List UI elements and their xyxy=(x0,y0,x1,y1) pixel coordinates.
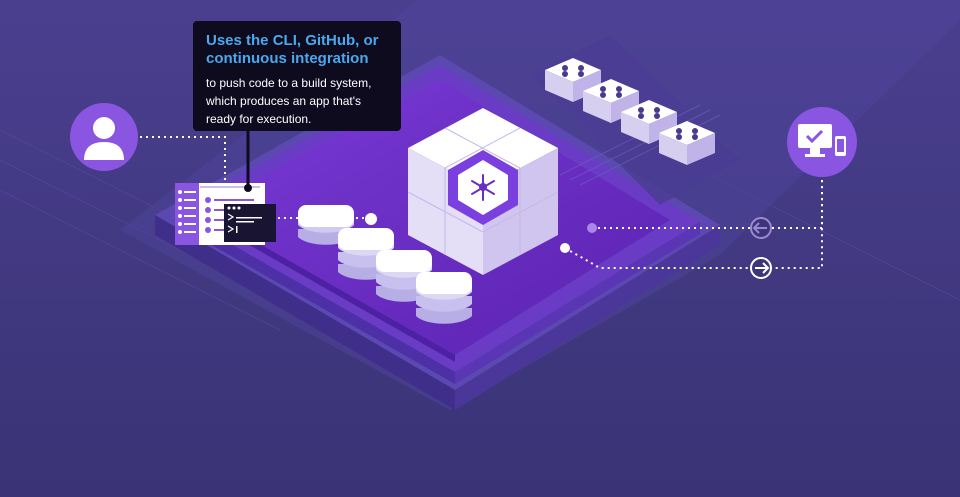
connectors xyxy=(140,136,823,269)
platform-middle-side-left xyxy=(175,212,455,384)
tooltip-title: Uses the CLI, GitHub, or continuous inte… xyxy=(206,32,379,67)
tray-node xyxy=(545,58,601,102)
tray-node xyxy=(621,100,677,144)
tray-node xyxy=(583,79,639,123)
platform-top-side xyxy=(200,210,455,362)
platform-middle-side-right xyxy=(455,222,700,384)
user-icon xyxy=(70,103,138,171)
build-cube-icon xyxy=(407,108,559,275)
platform-base-side-right xyxy=(455,225,720,410)
tooltip-body: to push code to a build system, which pr… xyxy=(206,76,372,126)
connector-node xyxy=(365,213,377,225)
tray-node xyxy=(659,121,715,165)
tooltip-pointer-dot xyxy=(244,184,252,192)
terminal-icon xyxy=(224,204,276,242)
server-stack xyxy=(416,272,472,324)
arrow-right-icon xyxy=(750,257,772,279)
connector-user-to-editor xyxy=(140,136,226,185)
asterisk-icon xyxy=(471,174,495,201)
monitor-check-icon xyxy=(787,107,857,177)
platform-base-side-left xyxy=(155,215,455,410)
arrow-left-icon xyxy=(750,217,772,239)
mobile-device-icon xyxy=(835,136,846,156)
connector-node xyxy=(587,223,597,233)
tray-nodes xyxy=(545,58,715,165)
server-stacks xyxy=(298,205,472,324)
connector-node xyxy=(560,243,570,253)
tooltip-callout: Uses the CLI, GitHub, or continuous inte… xyxy=(193,21,401,131)
